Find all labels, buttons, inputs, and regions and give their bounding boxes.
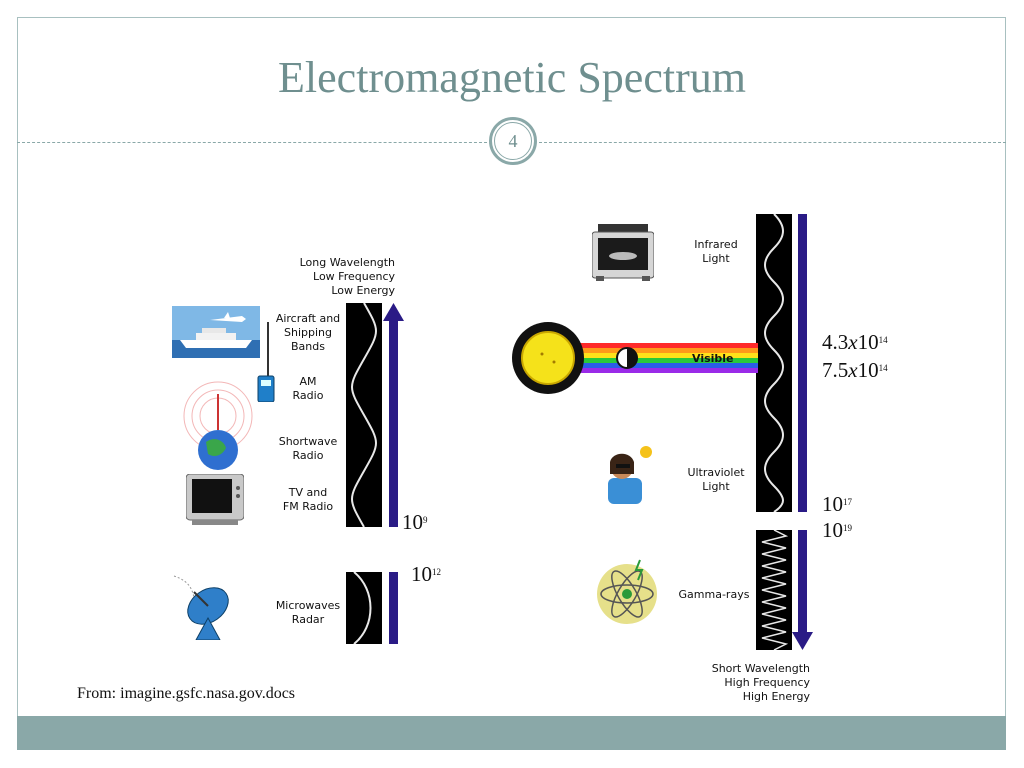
medium-wave-icon [764, 214, 784, 512]
freq-label-1e9: 109 [402, 511, 428, 533]
note-line: High Frequency [724, 676, 810, 689]
band-text: Aircraft and [275, 312, 341, 325]
slide-title: Electromagnetic Spectrum [278, 53, 746, 102]
handheld-radio-icon [257, 322, 275, 402]
title-divider-left [17, 142, 487, 143]
band-text: Gamma-rays [678, 588, 750, 601]
radio-wave-column [346, 303, 382, 527]
frequency-arrow-shaft-lower [389, 572, 398, 644]
long-wavelength-note: Long Wavelength Low Frequency Low Energy [270, 256, 395, 298]
freq-label-4-3e14: 4.3x1014 [822, 331, 888, 353]
energy-arrow-shaft-lower [798, 530, 807, 636]
band-text: AM [299, 375, 317, 388]
band-text: Radio [292, 389, 324, 402]
atom-icon [597, 559, 657, 624]
arrow-down-icon [792, 632, 813, 650]
band-label-aircraft: Aircraft and Shipping Bands [272, 312, 344, 354]
footer-bar [17, 716, 1006, 750]
band-text: Shortwave [278, 435, 338, 448]
short-wave-icon [761, 530, 789, 650]
prism-icon [616, 347, 638, 369]
title-divider-right [539, 142, 1006, 143]
pow-exponent: 14 [878, 363, 888, 373]
television-icon [186, 474, 244, 525]
visible-spectrum-beam [580, 343, 758, 373]
pow-times: x [848, 358, 858, 382]
band-label-gamma: Gamma-rays [674, 588, 754, 602]
band-text: Bands [291, 340, 325, 353]
band-text: Infrared [694, 238, 738, 251]
freq-label-7-5e14: 7.5x1014 [822, 359, 888, 381]
pow-base: 10 [411, 562, 432, 586]
band-label-infrared: Infrared Light [680, 238, 752, 266]
visible-label: Visible [692, 352, 734, 365]
long-wave-icon [351, 303, 377, 527]
pow-times: x [848, 330, 858, 354]
band-text: TV and [288, 486, 328, 499]
pow-exponent: 17 [843, 497, 852, 507]
short-wavelength-note: Short Wavelength High Frequency High Ene… [680, 662, 810, 704]
band-text: Microwaves [275, 599, 341, 612]
pow-base: 10 [857, 330, 879, 354]
pow-exponent: 12 [432, 567, 441, 577]
band-text: Radio [292, 449, 324, 462]
pow-coefficient: 7.5 [822, 358, 849, 382]
band-label-am: AM Radio [272, 375, 344, 403]
pow-base: 10 [822, 492, 843, 516]
pow-coefficient: 4.3 [822, 330, 849, 354]
globe-antenna-icon [183, 381, 253, 470]
freq-label-1e12: 1012 [411, 563, 441, 585]
band-text: Light [702, 252, 730, 265]
pow-exponent: 9 [423, 515, 428, 525]
slide-number: 4 [489, 117, 537, 165]
arrow-up-icon [383, 303, 404, 321]
note-line: Low Energy [331, 284, 395, 297]
note-line: Long Wavelength [299, 256, 395, 269]
band-text: Light [702, 480, 730, 493]
pow-base: 10 [402, 510, 423, 534]
pow-base: 10 [822, 518, 843, 542]
satellite-dish-icon [173, 575, 229, 640]
pow-exponent: 14 [878, 335, 888, 345]
band-text: Shipping [284, 326, 332, 339]
band-label-shortwave: Shortwave Radio [272, 435, 344, 463]
source-credit: From: imagine.gsfc.nasa.gov.docs [77, 685, 296, 702]
band-text: Ultraviolet [687, 466, 745, 479]
band-text: FM Radio [282, 500, 334, 513]
note-line: Low Frequency [313, 270, 395, 283]
band-text: Radar [291, 613, 325, 626]
band-label-ultraviolet: Ultraviolet Light [676, 466, 756, 494]
band-label-microwaves: Microwaves Radar [272, 599, 344, 627]
note-line: High Energy [742, 690, 810, 703]
frequency-arrow-shaft [389, 318, 398, 527]
airplane-ship-icon [172, 306, 260, 358]
gamma-wave-column [756, 530, 792, 650]
pow-base: 10 [857, 358, 879, 382]
oven-icon [592, 224, 654, 281]
band-label-tv-fm: TV and FM Radio [272, 486, 344, 514]
light-wave-column [756, 214, 792, 512]
microwave-wave-icon [353, 572, 372, 644]
sun-icon [512, 322, 584, 394]
energy-arrow-shaft [798, 214, 807, 512]
pow-exponent: 19 [843, 523, 852, 533]
freq-label-1e19: 1019 [822, 519, 852, 541]
sunbather-icon [608, 446, 652, 504]
freq-label-1e17: 1017 [822, 493, 852, 515]
note-line: Short Wavelength [711, 662, 810, 675]
microwave-wave-column [346, 572, 382, 644]
